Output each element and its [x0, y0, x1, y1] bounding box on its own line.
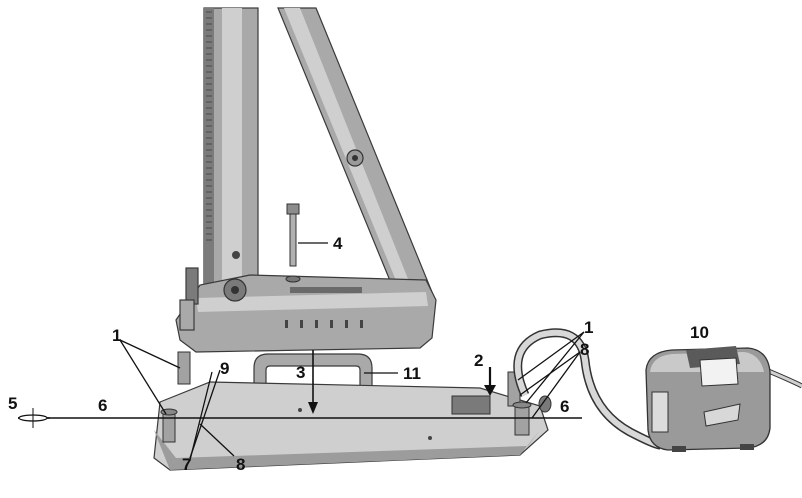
callout-8-lower: 8 — [236, 455, 245, 474]
callout-9: 9 — [220, 359, 229, 378]
stand-upper-base — [175, 267, 437, 353]
leader-lines — [119, 242, 585, 461]
callout-8-right: 8 — [580, 340, 589, 359]
screw-part-4 — [285, 203, 301, 283]
callout-5: 5 — [8, 394, 17, 413]
leveling-screw-left — [160, 351, 191, 443]
column-rack-teeth — [206, 11, 212, 241]
callout-6-right: 6 — [560, 397, 569, 416]
arrow-part-2 — [484, 367, 496, 396]
base-slots — [285, 320, 363, 328]
callout-6-left: 6 — [98, 396, 107, 415]
callout-10: 10 — [690, 323, 709, 342]
center-punch-part-5 — [18, 408, 48, 428]
callout-2: 2 — [474, 351, 483, 370]
callout-1-left: 1 — [112, 326, 121, 345]
callout-3: 3 — [296, 363, 305, 382]
callout-1-right: 1 — [584, 318, 593, 337]
callout-11: 11 — [403, 364, 421, 383]
stand-column — [203, 7, 259, 309]
arrow-part-3 — [308, 350, 318, 414]
callout-7: 7 — [182, 455, 191, 474]
diagonal-brace — [277, 7, 433, 310]
callout-labels: 1 1 2 3 4 5 6 6 7 8 8 9 10 11 — [8, 234, 709, 474]
vacuum-base-plate — [153, 381, 549, 471]
callout-4: 4 — [333, 234, 343, 253]
vacuum-pump-part-10 — [645, 346, 771, 452]
